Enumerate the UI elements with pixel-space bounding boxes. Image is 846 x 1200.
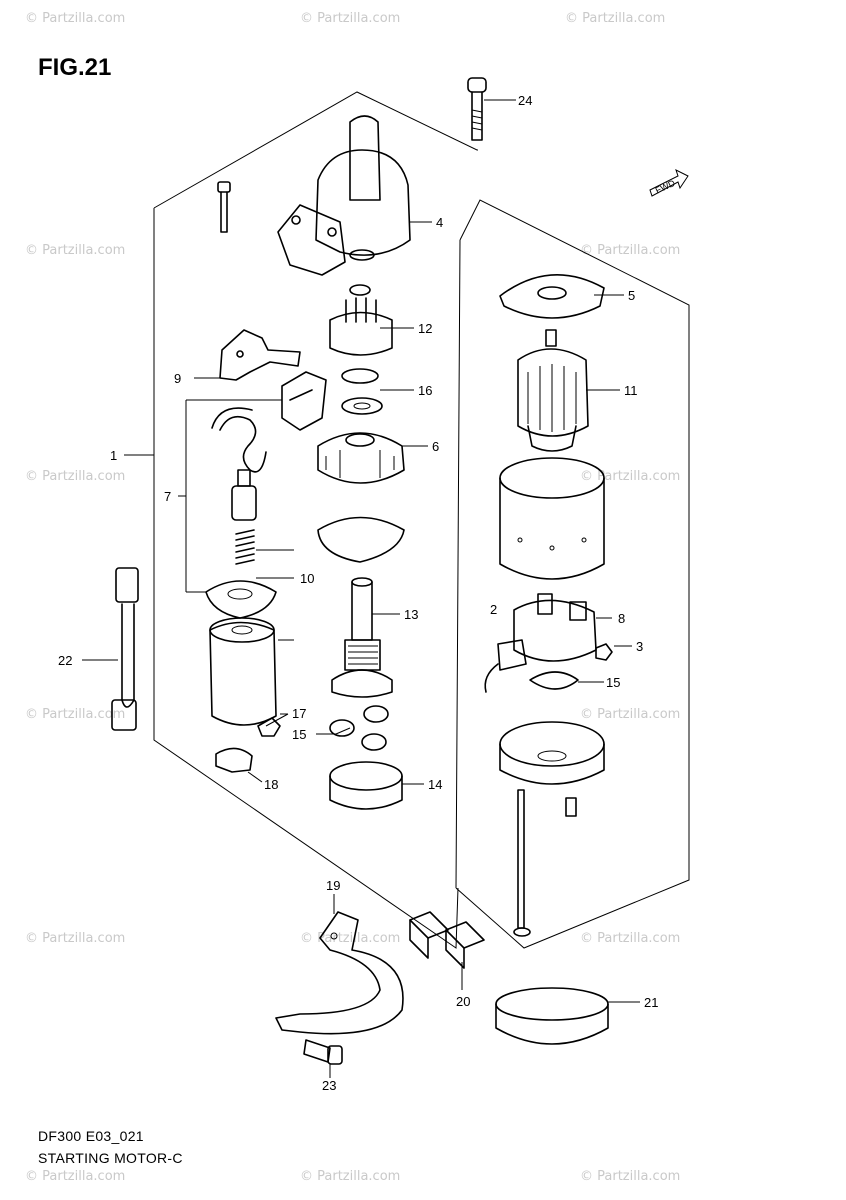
- diagram-name: STARTING MOTOR-C: [38, 1150, 183, 1166]
- bolt-24-icon: [467, 77, 487, 141]
- bolt-23-icon: [303, 1039, 343, 1065]
- watermark-text: © Partzilla.com: [300, 931, 400, 946]
- yoke-icon: [499, 457, 605, 580]
- diagram-code: DF300 E03_021: [38, 1128, 144, 1144]
- watermark-layer: © Partzilla.com © Partzilla.com © Partzi…: [25, 11, 680, 1184]
- callout-7: 7: [164, 489, 171, 504]
- callout-13: 13: [404, 607, 418, 622]
- callout-12: 12: [418, 321, 432, 336]
- pinion-gear-12-icon: [329, 284, 393, 356]
- watermark-text: © Partzilla.com: [25, 243, 125, 258]
- callout-16: 16: [418, 383, 432, 398]
- callout-2: 2: [490, 602, 497, 617]
- lead-wire-22-icon: [111, 567, 139, 731]
- brush-plate-5-icon: [499, 273, 605, 319]
- watermark-text: © Partzilla.com: [25, 931, 125, 946]
- watermark-text: © Partzilla.com: [300, 11, 400, 26]
- through-bolt-icon: [513, 789, 531, 937]
- callout-18: 18: [264, 777, 278, 792]
- callout-6: 6: [432, 439, 439, 454]
- washer-hole: [353, 402, 371, 410]
- callout-24: 24: [518, 93, 532, 108]
- end-frame-icon: [499, 721, 605, 817]
- subassembly-boundary: [455, 199, 690, 949]
- watermark-text: © Partzilla.com: [580, 931, 680, 946]
- watermark-text: © Partzilla.com: [300, 1169, 400, 1184]
- callout-1: 1: [110, 448, 117, 463]
- figure-title: FIG.21: [38, 54, 112, 81]
- leader-lines: [82, 99, 640, 1078]
- callout-15-right: 15: [606, 675, 620, 690]
- internal-gear-14-icon: [329, 761, 403, 810]
- gear-housing-6-icon: [317, 432, 405, 484]
- assembly-boundary: [153, 91, 478, 949]
- callout-8: 8: [618, 611, 625, 626]
- callout-20: 20: [456, 994, 470, 1009]
- bracket-19-icon: [275, 911, 404, 1035]
- callout-4: 4: [436, 215, 443, 230]
- watermark-text: © Partzilla.com: [25, 11, 125, 26]
- callout-17: 17: [292, 706, 306, 721]
- callout-22: 22: [58, 653, 72, 668]
- snap-ring-16-icon: [341, 368, 379, 384]
- armature-11-icon: [517, 329, 589, 452]
- band-21-icon: [495, 987, 609, 1045]
- nut-3-icon: [595, 643, 613, 661]
- fwd-arrow-icon: FWD: [649, 169, 689, 197]
- clamp-18-icon: [215, 747, 253, 773]
- watermark-text: © Partzilla.com: [580, 1169, 680, 1184]
- planetary-gears-15-icon: [329, 705, 389, 751]
- callout-14: 14: [428, 777, 442, 792]
- callout-19: 19: [326, 878, 340, 893]
- callout-10: 10: [300, 571, 314, 586]
- callout-labels: 24 4 5 12 9 16 11 1 6 7 10 13 2 8 3 22 1…: [58, 93, 658, 1093]
- holder-set-7-icon: [211, 371, 327, 565]
- spring-15-icon: [529, 671, 579, 690]
- washer-16-icon: [341, 397, 383, 415]
- shift-lever-9-icon: [219, 329, 301, 381]
- plate-10-icon: [205, 580, 277, 619]
- callout-5: 5: [628, 288, 635, 303]
- fwd-arrow-label: FWD: [654, 178, 677, 196]
- solenoid-housing-4-icon: [217, 115, 411, 276]
- gasket-10-icon: [317, 516, 405, 563]
- watermark-text: © Partzilla.com: [580, 707, 680, 722]
- callout-21: 21: [644, 995, 658, 1010]
- watermark-text: © Partzilla.com: [25, 1169, 125, 1184]
- callout-11: 11: [624, 383, 638, 398]
- nut-17-icon: [257, 717, 281, 737]
- callout-15-left: 15: [292, 727, 306, 742]
- callout-3: 3: [636, 639, 643, 654]
- watermark-text: © Partzilla.com: [580, 469, 680, 484]
- watermark-text: © Partzilla.com: [25, 707, 125, 722]
- brush-lead-2-icon: [484, 639, 527, 693]
- output-shaft-13-icon: [331, 577, 393, 698]
- solenoid-body-icon: [209, 617, 277, 726]
- callout-23: 23: [322, 1078, 336, 1093]
- callout-9: 9: [174, 371, 181, 386]
- watermark-text: © Partzilla.com: [565, 11, 665, 26]
- rubber-pads-20-icon: [409, 911, 485, 969]
- watermark-text: © Partzilla.com: [580, 243, 680, 258]
- watermark-text: © Partzilla.com: [25, 469, 125, 484]
- brush-holder-8-icon: [513, 593, 597, 662]
